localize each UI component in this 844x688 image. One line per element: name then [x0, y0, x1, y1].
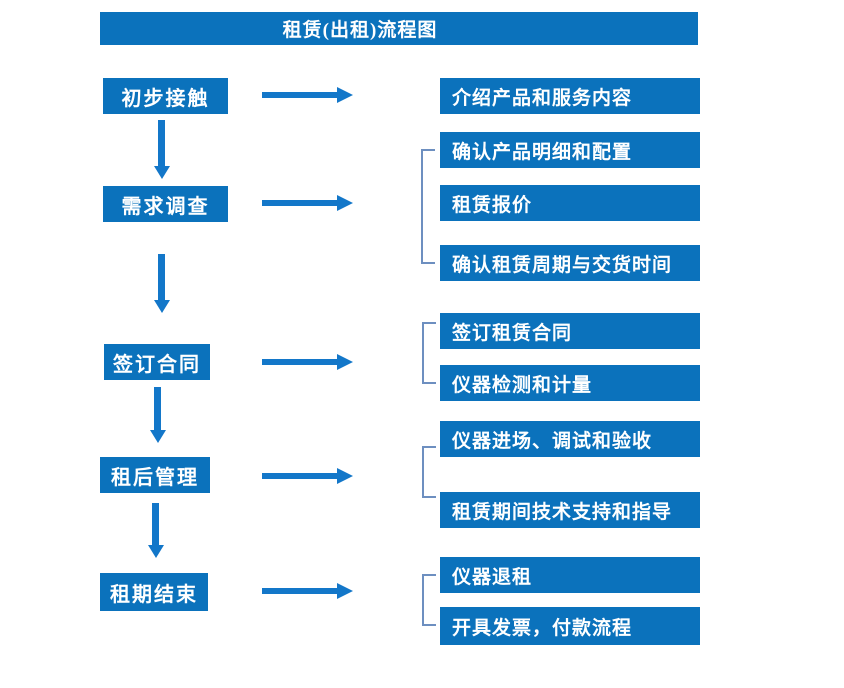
- arrow-head: [147, 545, 164, 558]
- output-box-technical-support: 租赁期间技术支持和指导: [440, 492, 700, 528]
- output-box-invoice-payment: 开具发票，付款流程: [440, 607, 700, 645]
- arrow-head: [337, 195, 353, 211]
- step-box-sign-contract: 签订合同: [104, 344, 210, 380]
- output-box-instrument-testing: 仪器检测和计量: [440, 365, 700, 401]
- right-arrow-icon: [262, 583, 353, 599]
- output-box-rental-quote: 租赁报价: [440, 185, 700, 221]
- arrow-shaft: [262, 92, 337, 98]
- step-box-initial-contact: 初步接触: [103, 78, 228, 114]
- output-box-instrument-return: 仪器退租: [440, 557, 700, 593]
- arrow-shaft: [154, 387, 161, 430]
- arrow-head: [153, 300, 170, 313]
- right-arrow-icon: [262, 468, 353, 484]
- arrow-shaft: [152, 503, 159, 545]
- arrow-head: [337, 468, 353, 484]
- right-arrow-icon: [262, 354, 353, 370]
- step-box-rental-end: 租期结束: [100, 573, 208, 611]
- arrow-head: [337, 583, 353, 599]
- down-arrow-icon: [153, 254, 170, 313]
- page-title: 租赁(出租)流程图: [100, 12, 698, 45]
- group-bracket-icon: [422, 322, 436, 384]
- arrow-head: [337, 87, 353, 103]
- arrow-shaft: [262, 359, 337, 365]
- arrow-shaft: [262, 588, 337, 594]
- group-bracket-icon: [422, 446, 436, 498]
- arrow-shaft: [262, 200, 337, 206]
- down-arrow-icon: [153, 120, 170, 179]
- arrow-head: [153, 166, 170, 179]
- arrow-head: [337, 354, 353, 370]
- group-bracket-icon: [421, 149, 435, 264]
- output-box-sign-rental-contract: 签订租赁合同: [440, 313, 700, 349]
- down-arrow-icon: [149, 387, 166, 443]
- output-box-confirm-rental-period: 确认租赁周期与交货时间: [440, 245, 700, 281]
- arrow-shaft: [262, 473, 337, 479]
- step-box-post-rental-management: 租后管理: [100, 457, 210, 493]
- group-bracket-icon: [422, 574, 436, 626]
- down-arrow-icon: [147, 503, 164, 558]
- output-box-confirm-product-details: 确认产品明细和配置: [440, 132, 700, 168]
- arrow-head: [149, 430, 166, 443]
- right-arrow-icon: [262, 195, 353, 211]
- right-arrow-icon: [262, 87, 353, 103]
- step-box-demand-survey: 需求调查: [103, 186, 228, 222]
- arrow-shaft: [158, 254, 165, 300]
- output-box-instrument-setup: 仪器进场、调试和验收: [440, 421, 700, 457]
- output-box-introduce-products: 介绍产品和服务内容: [440, 78, 700, 114]
- arrow-shaft: [158, 120, 165, 166]
